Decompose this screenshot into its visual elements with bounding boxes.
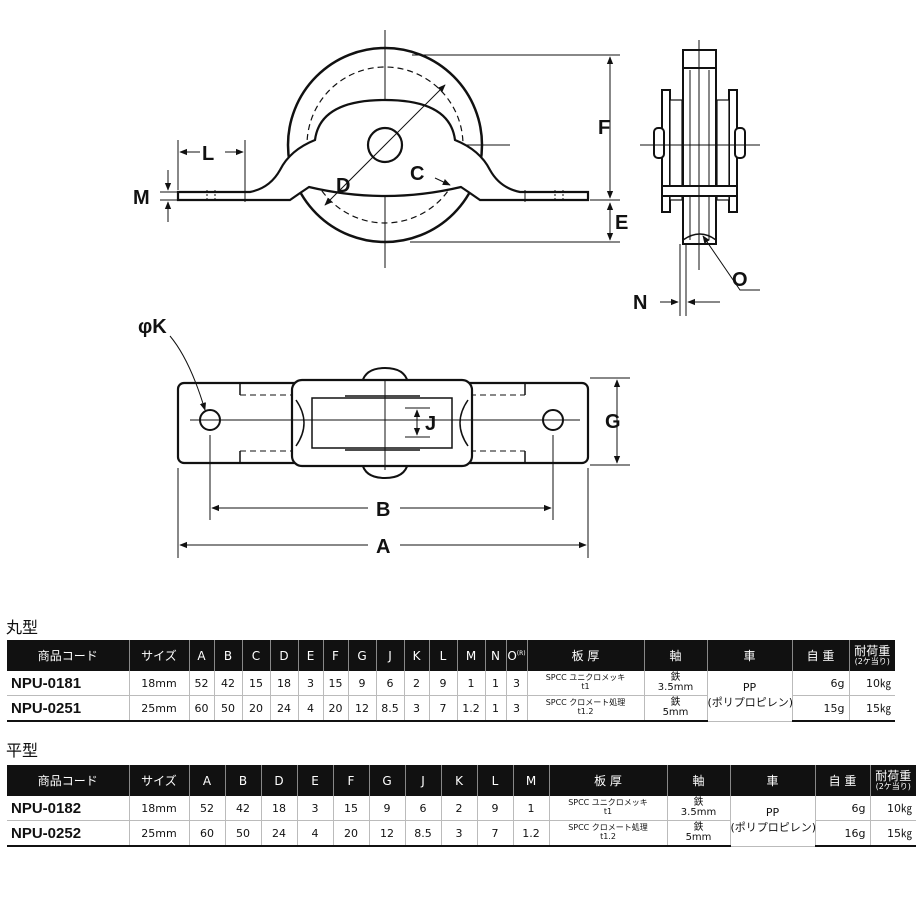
header-plate: 板 厚: [548, 765, 667, 796]
header-E: E: [297, 640, 323, 671]
header-axle: 軸: [643, 640, 707, 671]
header-K: K: [403, 640, 429, 671]
header-L: L: [476, 765, 513, 796]
header-B: B: [224, 765, 261, 796]
round-type-title: 丸型: [6, 618, 39, 637]
header-D: D: [260, 765, 297, 796]
header-A: A: [188, 765, 225, 796]
header-K: K: [440, 765, 477, 796]
top-view: [169, 335, 630, 558]
dim-label-N: N: [633, 292, 647, 314]
header-B: B: [213, 640, 242, 671]
dim-label-B: B: [376, 499, 390, 521]
header-weight: 自 重: [814, 765, 870, 796]
flat-type-spec-table: 商品コード サイズ A B D E F G J K L M 板 厚 軸 車 自 …: [7, 765, 916, 847]
table-row: NPU-0181 18mm 52 42 15 18 3 15 9 6 2 9 1…: [7, 671, 895, 722]
header-axle: 軸: [666, 765, 730, 796]
header-code: 商品コード: [7, 765, 129, 796]
header-D: D: [269, 640, 298, 671]
table-row: NPU-0182 18mm 52 42 18 3 15 9 6 2 9 1 SP…: [7, 796, 916, 847]
header-F: F: [332, 765, 369, 796]
dim-label-D: D: [336, 175, 350, 197]
dim-label-F: F: [598, 117, 610, 139]
header-load: 耐荷重(2ケ当り): [869, 765, 916, 796]
header-A: A: [188, 640, 214, 671]
header-E: E: [296, 765, 333, 796]
header-size: サイズ: [128, 765, 189, 796]
dim-label-O: O: [732, 269, 748, 291]
table-row: NPU-0252 25mm 60 50 24 4 20 12 8.5 3 7 1…: [7, 820, 916, 847]
header-wheel: 車: [729, 765, 815, 796]
header-F: F: [322, 640, 348, 671]
header-N: N: [484, 640, 506, 671]
wheel-cell: PP(ポリプロピレン): [729, 796, 816, 847]
dim-label-K: φK: [138, 316, 167, 338]
header-load: 耐荷重(2ケ当り): [848, 640, 895, 671]
dim-label-E: E: [615, 212, 628, 234]
header-weight: 自 重: [791, 640, 849, 671]
header-plate: 板 厚: [526, 640, 644, 671]
header-G: G: [368, 765, 405, 796]
header-M: M: [512, 765, 549, 796]
dim-label-L: L: [202, 143, 214, 165]
flat-type-title: 平型: [6, 741, 39, 760]
header-code: 商品コード: [7, 640, 129, 671]
header-size: サイズ: [128, 640, 189, 671]
header-wheel: 車: [706, 640, 792, 671]
table-row: NPU-0251 25mm 60 50 20 24 4 20 12 8.5 3 …: [7, 695, 895, 722]
header-G: G: [347, 640, 376, 671]
technical-drawing: L M D C F E O N: [133, 30, 760, 558]
header-M: M: [456, 640, 485, 671]
wheel-cell: PP(ポリプロピレン): [706, 671, 793, 722]
header-C: C: [241, 640, 270, 671]
header-L: L: [428, 640, 457, 671]
dim-label-A: A: [376, 536, 390, 558]
dim-label-M: M: [133, 187, 150, 209]
header-J: J: [375, 640, 404, 671]
dim-label-G: G: [605, 411, 621, 433]
header-O: O(R): [505, 640, 527, 671]
dim-label-C: C: [410, 163, 424, 185]
dim-label-J: J: [425, 413, 436, 435]
front-view: [160, 30, 620, 268]
header-J: J: [404, 765, 441, 796]
side-view: [640, 40, 760, 316]
round-type-spec-table: 商品コード サイズ A B C D E F G J K L M N O(R) 板…: [7, 640, 895, 722]
